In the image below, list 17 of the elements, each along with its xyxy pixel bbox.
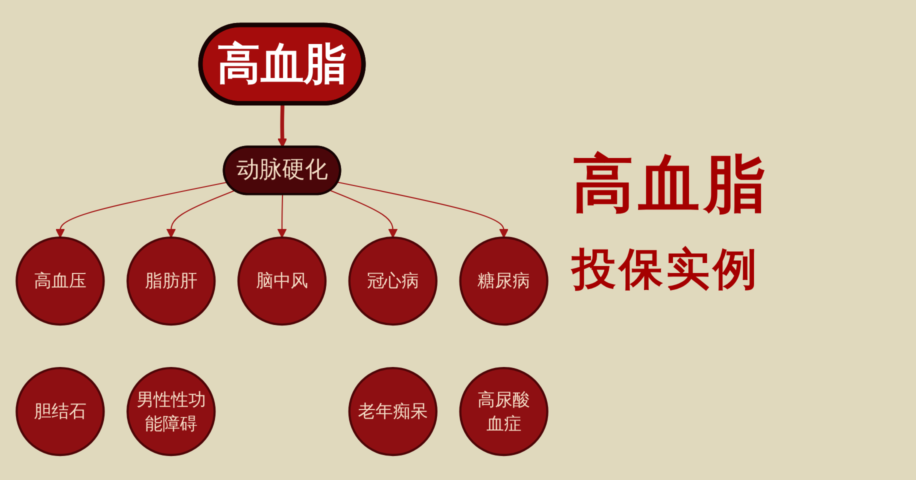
arrow (330, 190, 398, 238)
subtitle: 投保实例 (572, 246, 760, 295)
arrow (278, 104, 288, 148)
arrow (338, 182, 509, 238)
title: 高血脂 (572, 150, 770, 218)
node-circle: 脂肪肝 (126, 236, 216, 326)
node-circle: 老年痴呆 (348, 366, 438, 456)
node-circle: 脑中风 (237, 236, 327, 326)
arrow (55, 182, 228, 238)
node-circle: 高尿酸血症 (459, 366, 548, 456)
node-circle: 男性性功能障碍 (126, 366, 216, 456)
node-circle: 胆结石 (16, 366, 105, 456)
arrow (166, 190, 235, 238)
node-circle: 糖尿病 (459, 236, 548, 326)
arrow (277, 194, 287, 238)
node-circle: 高血压 (16, 236, 105, 326)
node-circle: 冠心病 (348, 236, 438, 326)
